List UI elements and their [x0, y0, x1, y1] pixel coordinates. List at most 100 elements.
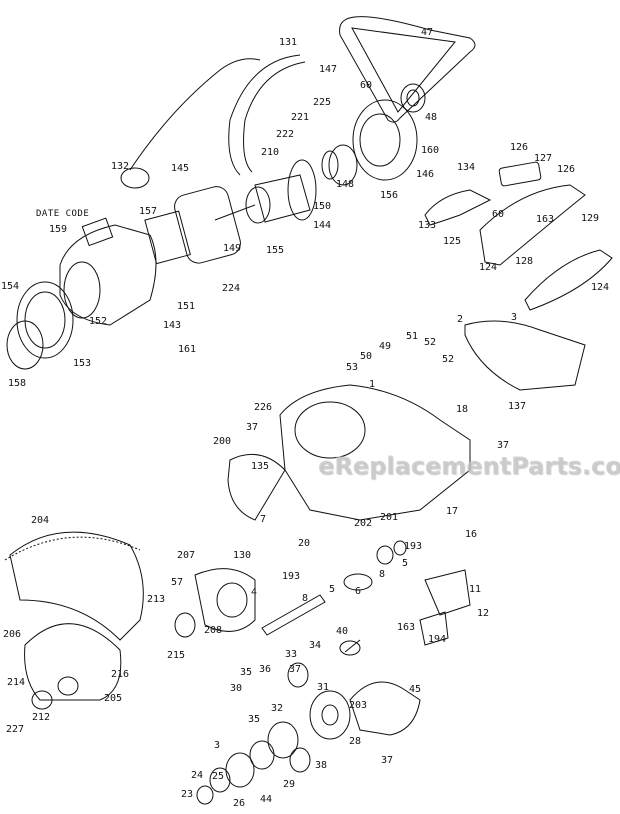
- part-number-label: 60: [359, 80, 373, 91]
- main-housing: [227, 384, 471, 521]
- part-number-label: 124: [478, 262, 498, 273]
- part-number-label: 4: [250, 587, 258, 598]
- part-number-label: 206: [2, 629, 22, 640]
- part-number-label: 16: [464, 529, 478, 540]
- part-number-label: 126: [556, 164, 576, 175]
- power-cord: [120, 54, 306, 189]
- lower-guard: [24, 623, 122, 710]
- part-number-label: 227: [5, 724, 25, 735]
- gear-train: [196, 639, 361, 805]
- part-number-label: 12: [476, 608, 490, 619]
- part-number-label: 30: [229, 683, 243, 694]
- part-number-label: 52: [423, 337, 437, 348]
- part-number-label: 145: [170, 163, 190, 174]
- part-number-label: 45: [408, 684, 422, 695]
- part-number-label: 133: [417, 220, 437, 231]
- part-number-label: 156: [379, 190, 399, 201]
- part-number-label: 194: [427, 634, 447, 645]
- part-number-label: 128: [514, 256, 534, 267]
- part-number-label: 215: [166, 650, 186, 661]
- part-number-label: 144: [312, 220, 332, 231]
- part-number-label: 226: [253, 402, 273, 413]
- bevel-lock-bracket: [419, 569, 471, 646]
- gear-48: [400, 83, 426, 113]
- part-number-label: 126: [509, 142, 529, 153]
- part-number-label: 17: [445, 506, 459, 517]
- part-number-label: 159: [48, 224, 68, 235]
- part-number-label: 34: [308, 640, 322, 651]
- spindle-shaft: [261, 540, 407, 636]
- part-number-label: 210: [260, 147, 280, 158]
- part-number-label: 225: [312, 97, 332, 108]
- part-number-label: 131: [278, 37, 298, 48]
- part-number-label: 23: [180, 789, 194, 800]
- part-number-label: 132: [110, 161, 130, 172]
- part-number-label: 40: [335, 626, 349, 637]
- part-number-label: 124: [590, 282, 610, 293]
- part-number-label: 47: [420, 27, 434, 38]
- part-number-label: 134: [456, 162, 476, 173]
- part-number-label: 160: [420, 145, 440, 156]
- motor-housing: [59, 217, 157, 326]
- part-number-label: 20: [297, 538, 311, 549]
- part-number-label: 24: [190, 770, 204, 781]
- part-number-label: 5: [328, 584, 336, 595]
- part-number-label: 205: [103, 693, 123, 704]
- part-number-label: 193: [281, 571, 301, 582]
- field-assembly: [144, 186, 241, 265]
- part-number-label: 154: [0, 281, 20, 292]
- part-number-label: 1: [368, 379, 376, 390]
- part-number-label: 37: [380, 755, 394, 766]
- part-number-label: 57: [170, 577, 184, 588]
- part-number-label: 146: [415, 169, 435, 180]
- part-number-label: 60: [491, 209, 505, 220]
- part-number-label: 33: [284, 649, 298, 660]
- part-number-label: 147: [318, 64, 338, 75]
- part-number-label: 143: [162, 320, 182, 331]
- part-number-label: 222: [275, 129, 295, 140]
- part-number-label: 29: [282, 779, 296, 790]
- part-number-label: 26: [232, 798, 246, 809]
- part-number-label: 51: [405, 331, 419, 342]
- part-number-label: 130: [232, 550, 252, 561]
- part-number-label: 207: [176, 550, 196, 561]
- part-number-label: 125: [442, 236, 462, 247]
- part-number-label: 137: [507, 401, 527, 412]
- part-number-label: 202: [353, 518, 373, 529]
- part-number-label: 48: [424, 112, 438, 123]
- part-number-label: 31: [316, 682, 330, 693]
- part-number-label: 161: [177, 344, 197, 355]
- part-number-label: 38: [314, 760, 328, 771]
- part-number-label: 127: [533, 153, 553, 164]
- part-number-label: 11: [468, 584, 482, 595]
- part-number-label: 150: [312, 201, 332, 212]
- gear-case: [321, 99, 418, 186]
- part-number-label: 221: [290, 112, 310, 123]
- part-number-label: 204: [30, 515, 50, 526]
- part-number-label: 152: [88, 316, 108, 327]
- part-number-label: 7: [259, 514, 267, 525]
- part-number-label: 193: [403, 541, 423, 552]
- part-number-label: 2: [456, 314, 464, 325]
- part-number-label: 163: [396, 622, 416, 633]
- handle-assembly: [424, 161, 613, 311]
- part-number-label: 201: [379, 512, 399, 523]
- part-number-label: 8: [301, 593, 309, 604]
- part-number-label: 35: [239, 667, 253, 678]
- part-number-label: 8: [378, 569, 386, 580]
- part-number-label: 36: [258, 664, 272, 675]
- upper-guard: [464, 320, 586, 391]
- part-number-label: 135: [250, 461, 270, 472]
- drive-belt: [339, 16, 476, 123]
- part-number-label: 44: [259, 794, 273, 805]
- arbor-bracket: [174, 568, 256, 638]
- part-number-label: 18: [455, 404, 469, 415]
- gasket: [349, 681, 421, 736]
- part-number-label: 153: [72, 358, 92, 369]
- part-number-label: 37: [245, 422, 259, 433]
- part-number-label: 151: [176, 301, 196, 312]
- part-number-label: 149: [222, 243, 242, 254]
- part-number-label: 6: [354, 586, 362, 597]
